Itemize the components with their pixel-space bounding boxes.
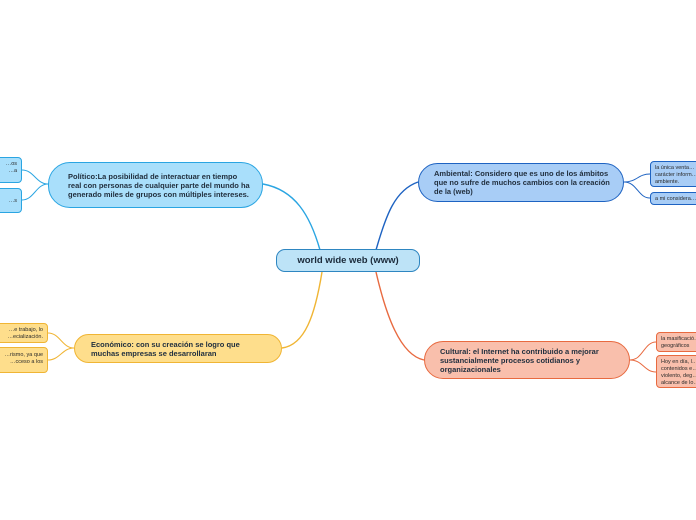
topic-economico[interactable]: Económico: con su creación se logro que … [74,334,282,363]
topic-cultural-label: Cultural: el Internet ha contribuido a m… [440,346,599,374]
topic-economico-label: Económico: con su creación se logro que … [91,339,240,358]
link-economico-leaf-2 [47,347,75,361]
subtopic-cultural-2[interactable]: Hoy en día, l… contenidos e… violento, d… [656,355,696,388]
link-central-politico [262,183,321,251]
topic-politico[interactable]: Político:La posibilidad de interactuar e… [48,162,263,208]
topic-cultural[interactable]: Cultural: el Internet ha contribuido a m… [424,341,630,379]
subtopic-politico-2[interactable]: …s [0,188,22,213]
link-economico-leaf-1 [47,332,75,349]
topic-ambiental[interactable]: Ambiental: Considero que es uno de los á… [418,163,624,202]
topic-politico-label: Político:La posibilidad de interactuar e… [68,171,250,199]
link-politico-leaf-1 [21,169,49,185]
subtopic-cultural-1[interactable]: la masificació… geográficos [656,332,696,352]
subtopic-ambiental-1[interactable]: la única venta… carácter inform… ambient… [650,161,696,187]
subtopic-ambiental-2[interactable]: a mi considera… [650,192,696,205]
subtopic-economico-1[interactable]: …e trabajo, lo …ecialización. [0,323,48,343]
link-cultural-leaf-1 [629,341,657,361]
central-topic[interactable]: world wide web (www) [276,249,420,272]
link-central-economico [281,271,323,349]
link-cultural-leaf-2 [629,359,657,373]
link-ambiental-leaf-1 [623,173,651,183]
subtopic-politico-1[interactable]: …os …a [0,157,22,183]
subtopic-economico-2[interactable]: …rismo, ya que …cceso a los [0,347,48,373]
link-central-ambiental [375,181,419,251]
topic-ambiental-label: Ambiental: Considero que es uno de los á… [434,169,610,196]
link-central-cultural [375,271,425,361]
link-ambiental-leaf-2 [623,181,651,199]
link-politico-leaf-2 [21,183,49,201]
